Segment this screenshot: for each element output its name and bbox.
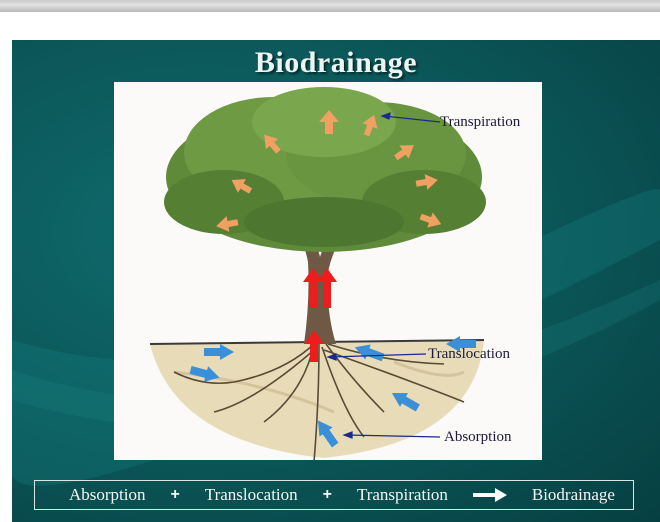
equation-term-absorption: Absorption bbox=[69, 485, 146, 505]
translocation-label: Translocation bbox=[428, 346, 510, 363]
equation-term-transpiration: Transpiration bbox=[357, 485, 448, 505]
equation-box: Absorption + Translocation + Transpirati… bbox=[34, 480, 634, 510]
plus-icon: + bbox=[323, 486, 332, 504]
equation-result: Biodrainage bbox=[532, 485, 615, 505]
tree-illustration bbox=[114, 82, 542, 460]
top-rule bbox=[0, 0, 660, 12]
absorption-label: Absorption bbox=[444, 429, 512, 446]
arrow-right-icon bbox=[473, 488, 507, 502]
plus-icon: + bbox=[170, 486, 179, 504]
tree-diagram: Transpiration Translocation Absorption bbox=[114, 82, 542, 460]
slide: Biodrainage bbox=[12, 40, 660, 522]
slide-title: Biodrainage bbox=[12, 46, 660, 80]
canopy bbox=[164, 87, 486, 252]
transpiration-label: Transpiration bbox=[440, 114, 520, 131]
equation-term-translocation: Translocation bbox=[205, 485, 298, 505]
